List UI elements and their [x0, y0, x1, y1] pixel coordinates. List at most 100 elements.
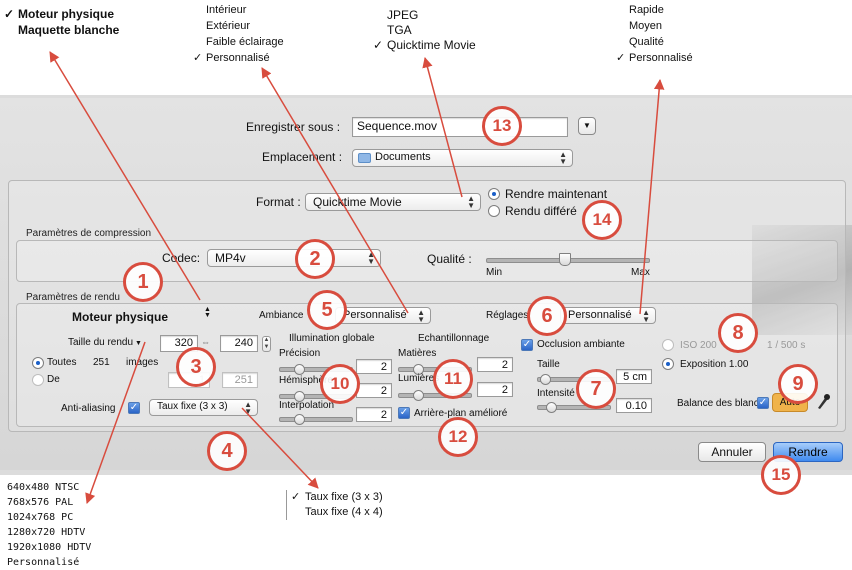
menu-item-label: Extérieur: [206, 20, 251, 32]
slider-knob[interactable]: [294, 364, 305, 375]
codec-value: MP4v: [215, 251, 246, 265]
annotation-badge-12: 12: [438, 417, 478, 457]
check-icon: ✓: [291, 491, 301, 503]
annotation-badge-4: 4: [207, 431, 247, 471]
menu-item-label: Maquette blanche: [18, 23, 120, 37]
save-as-field[interactable]: Sequence.mov: [352, 117, 568, 137]
interpolation-slider[interactable]: [279, 414, 353, 425]
lights-slider[interactable]: [398, 390, 472, 401]
slider-knob[interactable]: [294, 414, 305, 425]
slider-knob[interactable]: [546, 402, 557, 413]
render-size-popup[interactable]: Taille du rendu ▼: [68, 337, 142, 348]
ao-intensity-field[interactable]: 0.10: [616, 398, 652, 413]
engine-value: Moteur physique: [72, 310, 169, 324]
codec-popup[interactable]: MP4v ▲▼: [207, 249, 381, 267]
location-value: Documents: [375, 151, 431, 163]
to-frame-field[interactable]: 251: [222, 372, 258, 388]
size-menu-item[interactable]: 1024x768 PC: [7, 512, 74, 523]
check-icon: ✓: [616, 52, 626, 64]
compression-title: Paramètres de compression: [26, 228, 152, 239]
iso-radio[interactable]: [662, 339, 674, 351]
menu-item-label: TGA: [387, 23, 412, 37]
eyedropper-svg: [818, 394, 830, 409]
ambiance-menu-item[interactable]: Extérieur: [193, 18, 293, 34]
ambiance-menu-item[interactable]: ✓Personnalisé: [193, 50, 293, 66]
reglages-menu-item[interactable]: ✓Personnalisé: [612, 50, 697, 66]
cancel-button[interactable]: Annuler: [698, 442, 766, 462]
precision-field[interactable]: 2: [356, 359, 392, 374]
reglages-menu-item[interactable]: Rapide: [612, 2, 697, 18]
menu-item-label: Moyen: [629, 20, 663, 32]
size-menu-item[interactable]: Personnalisé: [7, 557, 80, 568]
materials-field[interactable]: 2: [477, 357, 513, 372]
reglages-popup[interactable]: Personnalisé ▲▼: [560, 307, 656, 324]
slider-knob[interactable]: [413, 390, 424, 401]
expand-button[interactable]: ▼: [578, 117, 596, 135]
size-menu-item[interactable]: 768x576 PAL: [7, 497, 74, 508]
quality-slider[interactable]: [486, 253, 650, 266]
exposure-radio[interactable]: [662, 358, 674, 370]
engine-menu-item[interactable]: Maquette blanche: [4, 22, 124, 38]
from-label: De: [47, 374, 60, 385]
height-stepper[interactable]: ▲▼: [262, 336, 271, 352]
check-icon: ✓: [129, 402, 139, 413]
slider-knob[interactable]: [540, 374, 551, 385]
popup-arrows-icon: ▲▼: [417, 308, 425, 324]
check-icon: ✓: [399, 407, 409, 418]
frame-range-radio[interactable]: [32, 374, 44, 386]
interpolation-field[interactable]: 2: [356, 407, 392, 422]
frames-count: 251: [93, 357, 110, 368]
quality-slider-knob[interactable]: [559, 253, 572, 266]
all-frames-label: Toutes: [47, 357, 77, 368]
annotation-badge-2: 2: [295, 239, 335, 279]
ao-checkbox[interactable]: ✓: [521, 339, 533, 351]
engine-popup[interactable]: Moteur physique: [72, 310, 168, 324]
link-aspect-icon: ⇔: [201, 337, 210, 347]
size-menu-item[interactable]: 1920x1080 HDTV: [7, 542, 92, 553]
format-popup[interactable]: Quicktime Movie ▲▼: [305, 193, 481, 211]
eyedropper-icon[interactable]: [815, 392, 831, 410]
quality-min-label: Min: [486, 267, 503, 278]
render-now-label: Rendre maintenant: [505, 187, 608, 201]
antialias-popup[interactable]: Taux fixe (3 x 3) ▲▼: [149, 399, 258, 416]
slider-knob[interactable]: [413, 364, 424, 375]
ao-label: Occlusion ambiante: [537, 339, 625, 350]
all-frames-radio[interactable]: [32, 357, 44, 369]
background-label: Arrière-plan amélioré: [414, 408, 508, 419]
reglages-menu-item[interactable]: Qualité: [612, 34, 697, 50]
popup-arrows-icon: ▲▼: [559, 150, 567, 166]
reglages-menu-item[interactable]: Moyen: [612, 18, 697, 34]
render-now-radio[interactable]: [488, 188, 500, 200]
codec-label: Codec:: [162, 251, 201, 265]
slider-knob[interactable]: [294, 391, 305, 402]
antialias-checkbox[interactable]: ✓: [128, 402, 140, 414]
hemisphere-field[interactable]: 2: [356, 383, 392, 398]
size-menu-item[interactable]: 640x480 NTSC: [7, 482, 80, 493]
render-height-field[interactable]: 240: [220, 335, 258, 352]
background-checkbox[interactable]: ✓: [398, 407, 410, 419]
format-menu-item[interactable]: JPEG: [373, 8, 488, 23]
wb-checkbox[interactable]: ✓: [757, 397, 769, 409]
render-deferred-radio[interactable]: [488, 205, 500, 217]
antialias-menu-item[interactable]: ✓Taux fixe (3 x 3): [291, 490, 401, 505]
ambiance-menu-item[interactable]: Faible éclairage: [193, 34, 293, 50]
lights-field[interactable]: 2: [477, 382, 513, 397]
ao-intensity-slider[interactable]: [537, 402, 611, 413]
ambiance-popup[interactable]: Personnalisé ▲▼: [335, 307, 431, 324]
ambiance-menu-item[interactable]: Intérieur: [193, 2, 293, 18]
hemisphere-label: Hémisphère: [279, 375, 333, 386]
menu-item-label: JPEG: [387, 8, 419, 22]
format-menu-item[interactable]: ✓Quicktime Movie: [373, 38, 488, 53]
ao-size-field[interactable]: 5 cm: [616, 369, 652, 384]
location-popup[interactable]: Documents ▲▼: [352, 149, 573, 167]
reglages-label: Réglages: [486, 310, 529, 321]
format-menu-item[interactable]: TGA: [373, 23, 488, 38]
antialias-menu: ✓Taux fixe (3 x 3) Taux fixe (4 x 4): [286, 490, 401, 520]
ao-size-label: Taille: [537, 359, 560, 370]
menu-item-label: Rapide: [629, 4, 664, 16]
antialias-menu-item[interactable]: Taux fixe (4 x 4): [291, 505, 401, 520]
disclosure-triangle-icon: ▼: [133, 340, 142, 347]
engine-menu: ✓Moteur physique Maquette blanche: [4, 6, 124, 56]
engine-menu-item[interactable]: ✓Moteur physique: [4, 6, 124, 22]
size-menu-item[interactable]: 1280x720 HDTV: [7, 527, 86, 538]
